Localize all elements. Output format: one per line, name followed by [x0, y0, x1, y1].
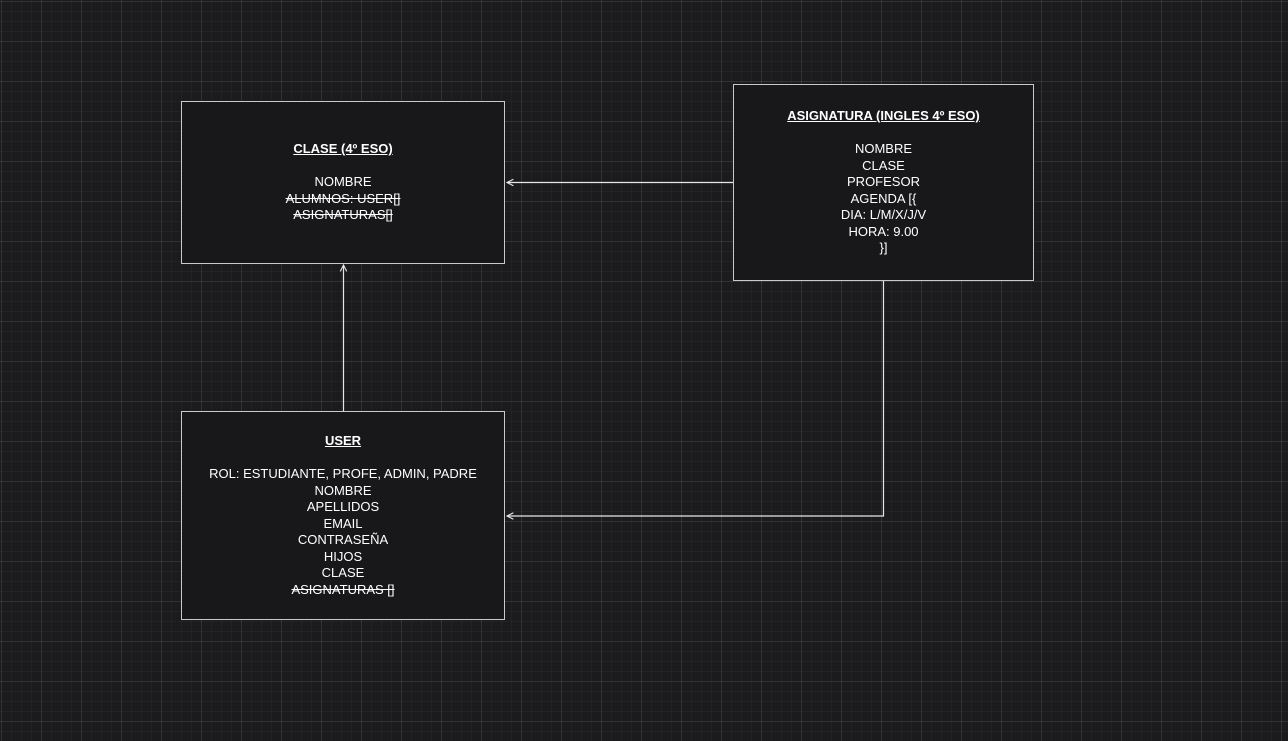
clase-field-line: NOMBRE: [314, 174, 372, 190]
user-field-line: CONTRASEÑA: [297, 532, 389, 547]
asignatura-field-line: PROFESOR: [847, 174, 920, 190]
asignatura-field-line: HORA: 9.00: [848, 223, 919, 239]
clase-entity-title: CLASE (4º ESO): [293, 141, 393, 157]
asignatura-entity-title: ASIGNATURA (INGLES 4º ESO): [787, 108, 980, 124]
user-field-line: ROL: ESTUDIANTE, PROFE, ADMIN, PADRE: [209, 466, 477, 481]
asignatura-field-line: }]: [879, 240, 888, 256]
asignatura-field-line: AGENDA [{: [850, 190, 917, 206]
user-field-line: HIJOS: [323, 548, 363, 564]
user-field-line: ASIGNATURAS []: [291, 581, 395, 597]
asignatura-field-line: DIA: L/M/X/J/V: [840, 207, 927, 223]
user-field-line: APELLIDOS: [306, 499, 380, 514]
user-field-line: CLASE: [321, 565, 365, 580]
user-entity-title: USER: [324, 433, 362, 448]
arrow-asignatura-to-user[interactable]: [507, 281, 885, 516]
user-field-line: EMAIL: [323, 515, 363, 531]
asignatura-field-line: CLASE: [862, 157, 905, 173]
clase-field-line: ASIGNATURAS[]: [293, 207, 393, 223]
user-entity-box[interactable]: USER ROL: ESTUDIANTE, PROFE, ADMIN, PADR…: [181, 411, 505, 620]
asignatura-field-line: NOMBRE: [854, 141, 913, 157]
clase-field-line: ALUMNOS: USER[]: [285, 190, 401, 206]
user-field-line: NOMBRE: [314, 482, 372, 498]
